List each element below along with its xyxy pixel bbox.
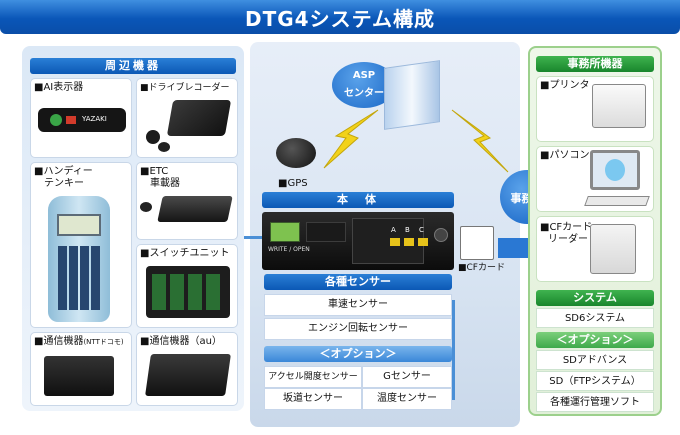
lightning-right-icon <box>451 109 509 173</box>
printer-label: ■プリンタ <box>540 80 590 91</box>
system-item-sd6: SD6システム <box>536 308 654 328</box>
options-left-header: ＜オプション＞ <box>264 346 452 362</box>
etc-label-1: ■ETC <box>140 166 169 177</box>
main-unit-knob-icon <box>434 228 448 242</box>
comm-docomo-device <box>44 356 114 396</box>
connector-peripheral-main <box>244 236 262 239</box>
ai-display-emblem-icon <box>50 114 62 126</box>
asp-center-label-1: ASP <box>352 70 376 81</box>
drive-recorder-device <box>166 100 232 136</box>
main-unit-key-a <box>390 238 400 246</box>
main-unit-key-c <box>418 238 428 246</box>
comm-docomo-label-main: ■通信機器 <box>34 336 84 347</box>
drive-recorder-camera2-icon <box>158 142 170 152</box>
comm-docomo-label-sub: (NTTドコモ) <box>83 338 124 346</box>
pc-monitor-icon <box>590 150 640 190</box>
etc-antenna-icon <box>140 202 152 212</box>
pc-keyboard-icon <box>584 196 650 206</box>
pc-label: ■パソコン <box>540 150 590 161</box>
page-title: DTG4システム構成 <box>245 7 435 31</box>
handy-keypad-device <box>48 196 110 322</box>
title-bar <box>0 0 680 34</box>
handy-keypad-label-1: ■ハンディー <box>34 166 93 177</box>
main-unit-key-b-label: B <box>405 226 410 234</box>
options-right-header: ＜オプション＞ <box>536 332 654 348</box>
connector-sensors <box>452 300 455 400</box>
comm-au-label: ■通信機器（au） <box>140 336 222 347</box>
main-unit-header: 本 体 <box>262 192 454 208</box>
handy-keypad-keys <box>58 246 100 310</box>
sensor-item-speed: 車速センサー <box>264 294 452 316</box>
option-sd-ftp: SD（FTPシステム） <box>536 371 654 391</box>
ai-display-screen <box>66 116 76 124</box>
option-operation-software: 各種運行管理ソフト <box>536 392 654 412</box>
main-unit-slot <box>306 222 346 242</box>
drive-recorder-label: ■ドライブレコーダー <box>140 83 230 93</box>
option-temperature: 温度センサー <box>362 388 452 410</box>
etc-device <box>157 196 233 222</box>
cf-reader-label-2: リーダー <box>548 234 588 245</box>
main-unit-device: WRITE / OPEN A B C <box>262 212 454 270</box>
peripheral-header: 周辺機器 <box>30 58 236 74</box>
comm-au-device <box>145 354 231 396</box>
ai-display-brand: YAZAKI <box>82 115 107 123</box>
gps-label: ■GPS <box>278 178 308 189</box>
ai-display-label: ■AI表示器 <box>34 82 84 93</box>
option-slope: 坂道センサー <box>264 388 362 410</box>
comm-docomo-label: ■通信機器(NTTドコモ) <box>34 336 124 348</box>
asp-center-label-2: センター <box>344 88 384 99</box>
office-header: 事務所機器 <box>536 56 654 72</box>
drive-recorder-camera-icon <box>146 130 160 144</box>
etc-label-2: 車載器 <box>150 178 180 189</box>
sensor-item-engine: エンジン回転センサー <box>264 318 452 340</box>
main-unit-button-label: WRITE / OPEN <box>268 246 310 253</box>
ai-display-device: YAZAKI <box>38 108 126 132</box>
cf-reader-icon <box>590 224 636 274</box>
cf-card-label: ■CFカード <box>458 263 505 273</box>
system-header: システム <box>536 290 654 306</box>
gps-device-icon <box>276 138 316 168</box>
option-g-sensor: Gセンサー <box>362 366 452 388</box>
switch-unit-label: ■スイッチユニット <box>140 248 230 259</box>
sensors-header: 各種センサー <box>264 274 452 290</box>
cf-reader-label-1: ■CFカード <box>540 222 593 233</box>
lightning-left-icon <box>323 109 379 169</box>
option-sd-advance: SDアドバンス <box>536 350 654 370</box>
switch-unit-buttons <box>152 274 224 310</box>
cf-card-icon <box>460 226 494 260</box>
pc-face-screen <box>605 159 625 181</box>
switch-unit-device <box>146 266 230 318</box>
asp-building-icon <box>384 60 440 130</box>
handy-keypad-screen <box>57 214 101 236</box>
main-unit-key-c-label: C <box>419 226 424 234</box>
option-accelerator: アクセル開度センサー <box>264 366 362 388</box>
printer-icon <box>592 84 646 128</box>
main-unit-display <box>270 222 300 242</box>
main-unit-key-b <box>404 238 414 246</box>
handy-keypad-label-2: テンキー <box>44 178 84 189</box>
main-unit-key-a-label: A <box>391 226 396 234</box>
